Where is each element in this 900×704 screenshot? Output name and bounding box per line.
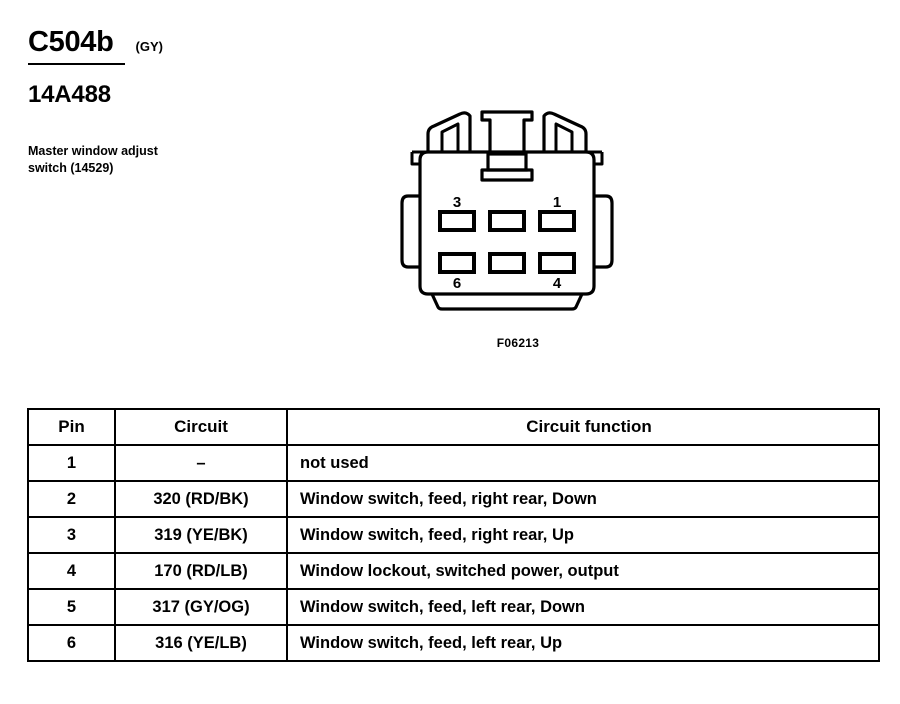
cell-pin: 2 (27, 480, 116, 518)
connector-header-block: C504b (GY) 14A488 Master window adjust s… (28, 28, 368, 177)
cell-pin: 5 (27, 588, 116, 626)
connector-color-code: (GY) (135, 39, 163, 54)
table-header-row: Pin Circuit Circuit function (27, 408, 880, 446)
cell-circuit-function: Window switch, feed, right rear, Down (286, 480, 880, 518)
part-number: 14A488 (28, 81, 111, 108)
column-header-circuit: Circuit (114, 408, 288, 446)
pinout-table-head: Pin Circuit Circuit function (27, 408, 880, 446)
cell-circuit: 317 (GY/OG) (114, 588, 288, 626)
left-retaining-tab (400, 194, 420, 269)
cell-circuit: 320 (RD/BK) (114, 480, 288, 518)
cell-circuit-function: Window switch, feed, left rear, Up (286, 624, 880, 662)
cell-circuit: 316 (YE/LB) (114, 624, 288, 662)
table-row: 1–not used (27, 444, 880, 482)
figure-caption: F06213 (496, 336, 540, 350)
connector-base-foot (430, 293, 584, 311)
connector-id-row: C504b (GY) (28, 28, 368, 57)
pin-label-top-right: 1 (553, 194, 561, 211)
latch-base-bar (480, 168, 534, 182)
component-description: Master window adjust switch (14529) (28, 144, 158, 175)
right-lever-arm (542, 111, 588, 152)
connector-diagram: 3 1 6 4 (400, 110, 614, 311)
left-lever-stop (410, 152, 420, 166)
cell-circuit-function: Window switch, feed, left rear, Down (286, 588, 880, 626)
cavity-pin-4 (538, 252, 576, 274)
pin-label-bottom-right: 4 (553, 275, 562, 292)
cell-circuit: – (114, 444, 288, 482)
connector-id: C504b (28, 26, 114, 58)
cell-pin: 6 (27, 624, 116, 662)
cavity-pin-1 (538, 210, 576, 232)
center-latch-tab (480, 110, 534, 152)
cell-circuit: 170 (RD/LB) (114, 552, 288, 590)
pin-label-top-left: 3 (453, 194, 461, 211)
connector-figure: 3 1 6 4 F06213 (398, 108, 638, 350)
cell-pin: 3 (27, 516, 116, 554)
cavity-pin-5 (488, 252, 526, 274)
right-retaining-tab (594, 194, 614, 269)
left-lever-arm (426, 111, 472, 152)
right-lever-stop (594, 152, 604, 166)
cavity-pin-6 (438, 252, 476, 274)
column-header-pin: Pin (27, 408, 116, 446)
latch-plate (486, 152, 528, 172)
cell-circuit-function: Window switch, feed, right rear, Up (286, 516, 880, 554)
cell-circuit-function: Window lockout, switched power, output (286, 552, 880, 590)
left-lever-inner (440, 122, 460, 152)
connector-id-underline (28, 63, 125, 65)
cell-pin: 4 (27, 552, 116, 590)
cell-pin: 1 (27, 444, 116, 482)
cell-circuit: 319 (YE/BK) (114, 516, 288, 554)
column-header-function: Circuit function (286, 408, 880, 446)
cavity-pin-3 (438, 210, 476, 232)
pin-label-bottom-left: 6 (453, 275, 461, 292)
cavity-pin-2 (488, 210, 526, 232)
cell-circuit-function: not used (286, 444, 880, 482)
right-lever-inner (554, 122, 574, 152)
